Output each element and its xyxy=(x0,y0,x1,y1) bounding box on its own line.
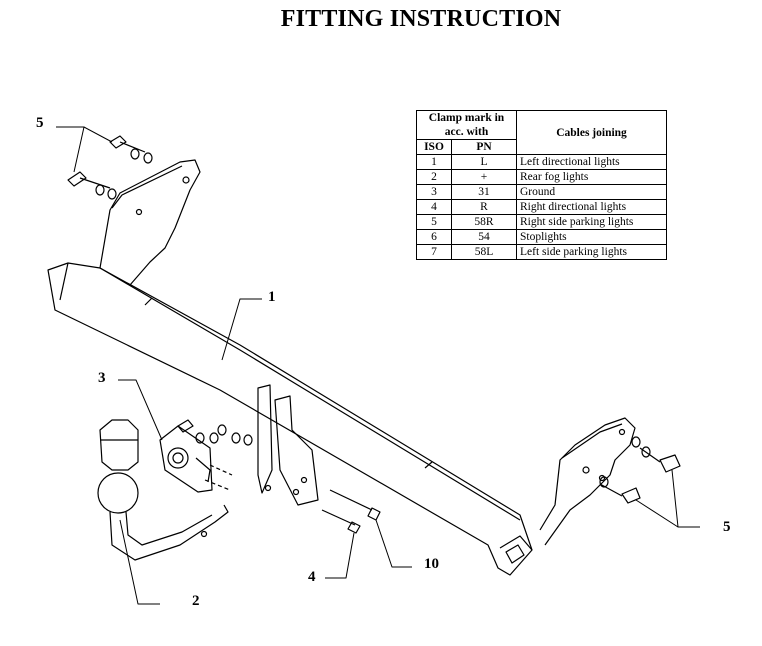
cable-description: Left directional lights xyxy=(516,154,667,170)
iso-cell: 7 xyxy=(416,244,452,260)
pn-cell: + xyxy=(451,169,517,185)
cable-description: Rear fog lights xyxy=(516,169,667,185)
table-row: 4 R Right directional lights xyxy=(416,199,667,215)
pn-cell: R xyxy=(451,199,517,215)
socket-bracket xyxy=(257,384,319,506)
table-row: 5 58R Right side parking lights xyxy=(416,214,667,230)
table-row: 6 54 Stoplights xyxy=(416,229,667,245)
right-mounting-bracket xyxy=(539,417,636,546)
iso-cell: 1 xyxy=(416,154,452,170)
left-bolt-set xyxy=(67,135,153,200)
callout-3: 3 xyxy=(98,370,106,386)
callout-1: 1 xyxy=(268,289,276,305)
pn-cell: 58L xyxy=(451,244,517,260)
pn-cell: 58R xyxy=(451,214,517,230)
iso-cell: 4 xyxy=(416,199,452,215)
clamp-mark-header: Clamp mark in acc. with xyxy=(416,110,517,140)
pn-column-header: PN xyxy=(451,139,517,155)
right-bolt-set xyxy=(599,436,681,504)
callout-4: 4 xyxy=(308,569,316,585)
iso-cell: 6 xyxy=(416,229,452,245)
cable-joining-table: Clamp mark in acc. with Cables joining I… xyxy=(416,110,667,260)
table-row: 1 L Left directional lights xyxy=(416,154,667,170)
loose-bolts xyxy=(321,489,381,534)
socket-fastener-set xyxy=(177,419,253,446)
callout-2: 2 xyxy=(192,593,200,609)
pn-cell: 31 xyxy=(451,184,517,200)
cable-description: Ground xyxy=(516,184,667,200)
pn-cell: L xyxy=(451,154,517,170)
iso-cell: 3 xyxy=(416,184,452,200)
table-row: 7 58L Left side parking lights xyxy=(416,244,667,260)
callout-5-left: 5 xyxy=(36,115,44,131)
cable-description: Right directional lights xyxy=(516,199,667,215)
callout-5-right: 5 xyxy=(723,519,731,535)
pn-cell: 54 xyxy=(451,229,517,245)
tow-ball-neck xyxy=(97,419,229,561)
callout-10: 10 xyxy=(424,556,439,572)
iso-cell: 2 xyxy=(416,169,452,185)
iso-cell: 5 xyxy=(416,214,452,230)
table-row: 3 31 Ground xyxy=(416,184,667,200)
cable-description: Left side parking lights xyxy=(516,244,667,260)
cables-joining-header: Cables joining xyxy=(516,110,667,155)
leader-lines xyxy=(56,126,700,605)
table-row: 2 + Rear fog lights xyxy=(416,169,667,185)
cable-description: Stoplights xyxy=(516,229,667,245)
main-cross-beam xyxy=(47,262,533,576)
page-title: FITTING INSTRUCTION xyxy=(280,6,562,32)
iso-column-header: ISO xyxy=(416,139,452,155)
cable-description: Right side parking lights xyxy=(516,214,667,230)
left-mounting-bracket xyxy=(99,159,201,286)
